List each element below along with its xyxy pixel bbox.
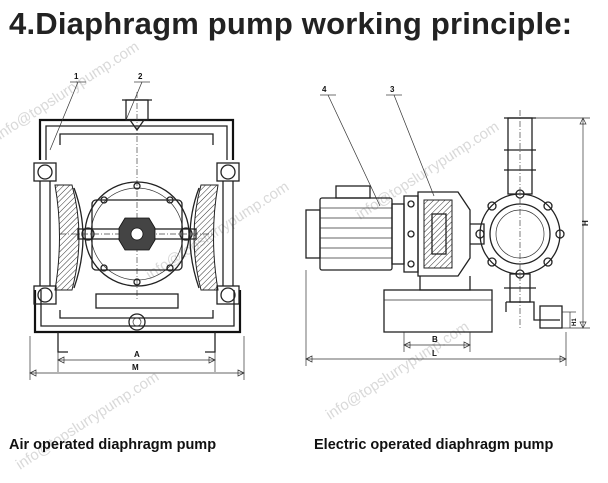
- dimension-label: H1: [572, 318, 578, 326]
- electric-pump-drawing: [305, 94, 590, 366]
- callout-label: 4: [322, 85, 327, 94]
- watermark-text: info@topslurrypump.com: [143, 178, 292, 283]
- dimension-label: M: [132, 363, 139, 372]
- callout-label: 1: [74, 72, 79, 81]
- dimension-label: H: [581, 220, 590, 226]
- watermark-text: info@topslurrypump.com: [0, 38, 142, 143]
- callout-label: 3: [390, 85, 395, 94]
- dimension-label: B: [432, 335, 438, 344]
- page-title: 4.Diaphragm pump working principle:: [9, 6, 573, 41]
- callout-label: 2: [138, 72, 143, 81]
- dimension-label: L: [432, 349, 437, 358]
- dimension-label: A: [134, 350, 140, 359]
- air-pump-caption: Air operated diaphragm pump: [9, 437, 217, 453]
- watermark-text: info@topslurrypump.com: [13, 368, 162, 473]
- watermark-text: info@topslurrypump.com: [323, 318, 472, 423]
- electric-pump-caption: Electric operated diaphragm pump: [314, 437, 554, 453]
- air-pump-drawing: [29, 81, 245, 380]
